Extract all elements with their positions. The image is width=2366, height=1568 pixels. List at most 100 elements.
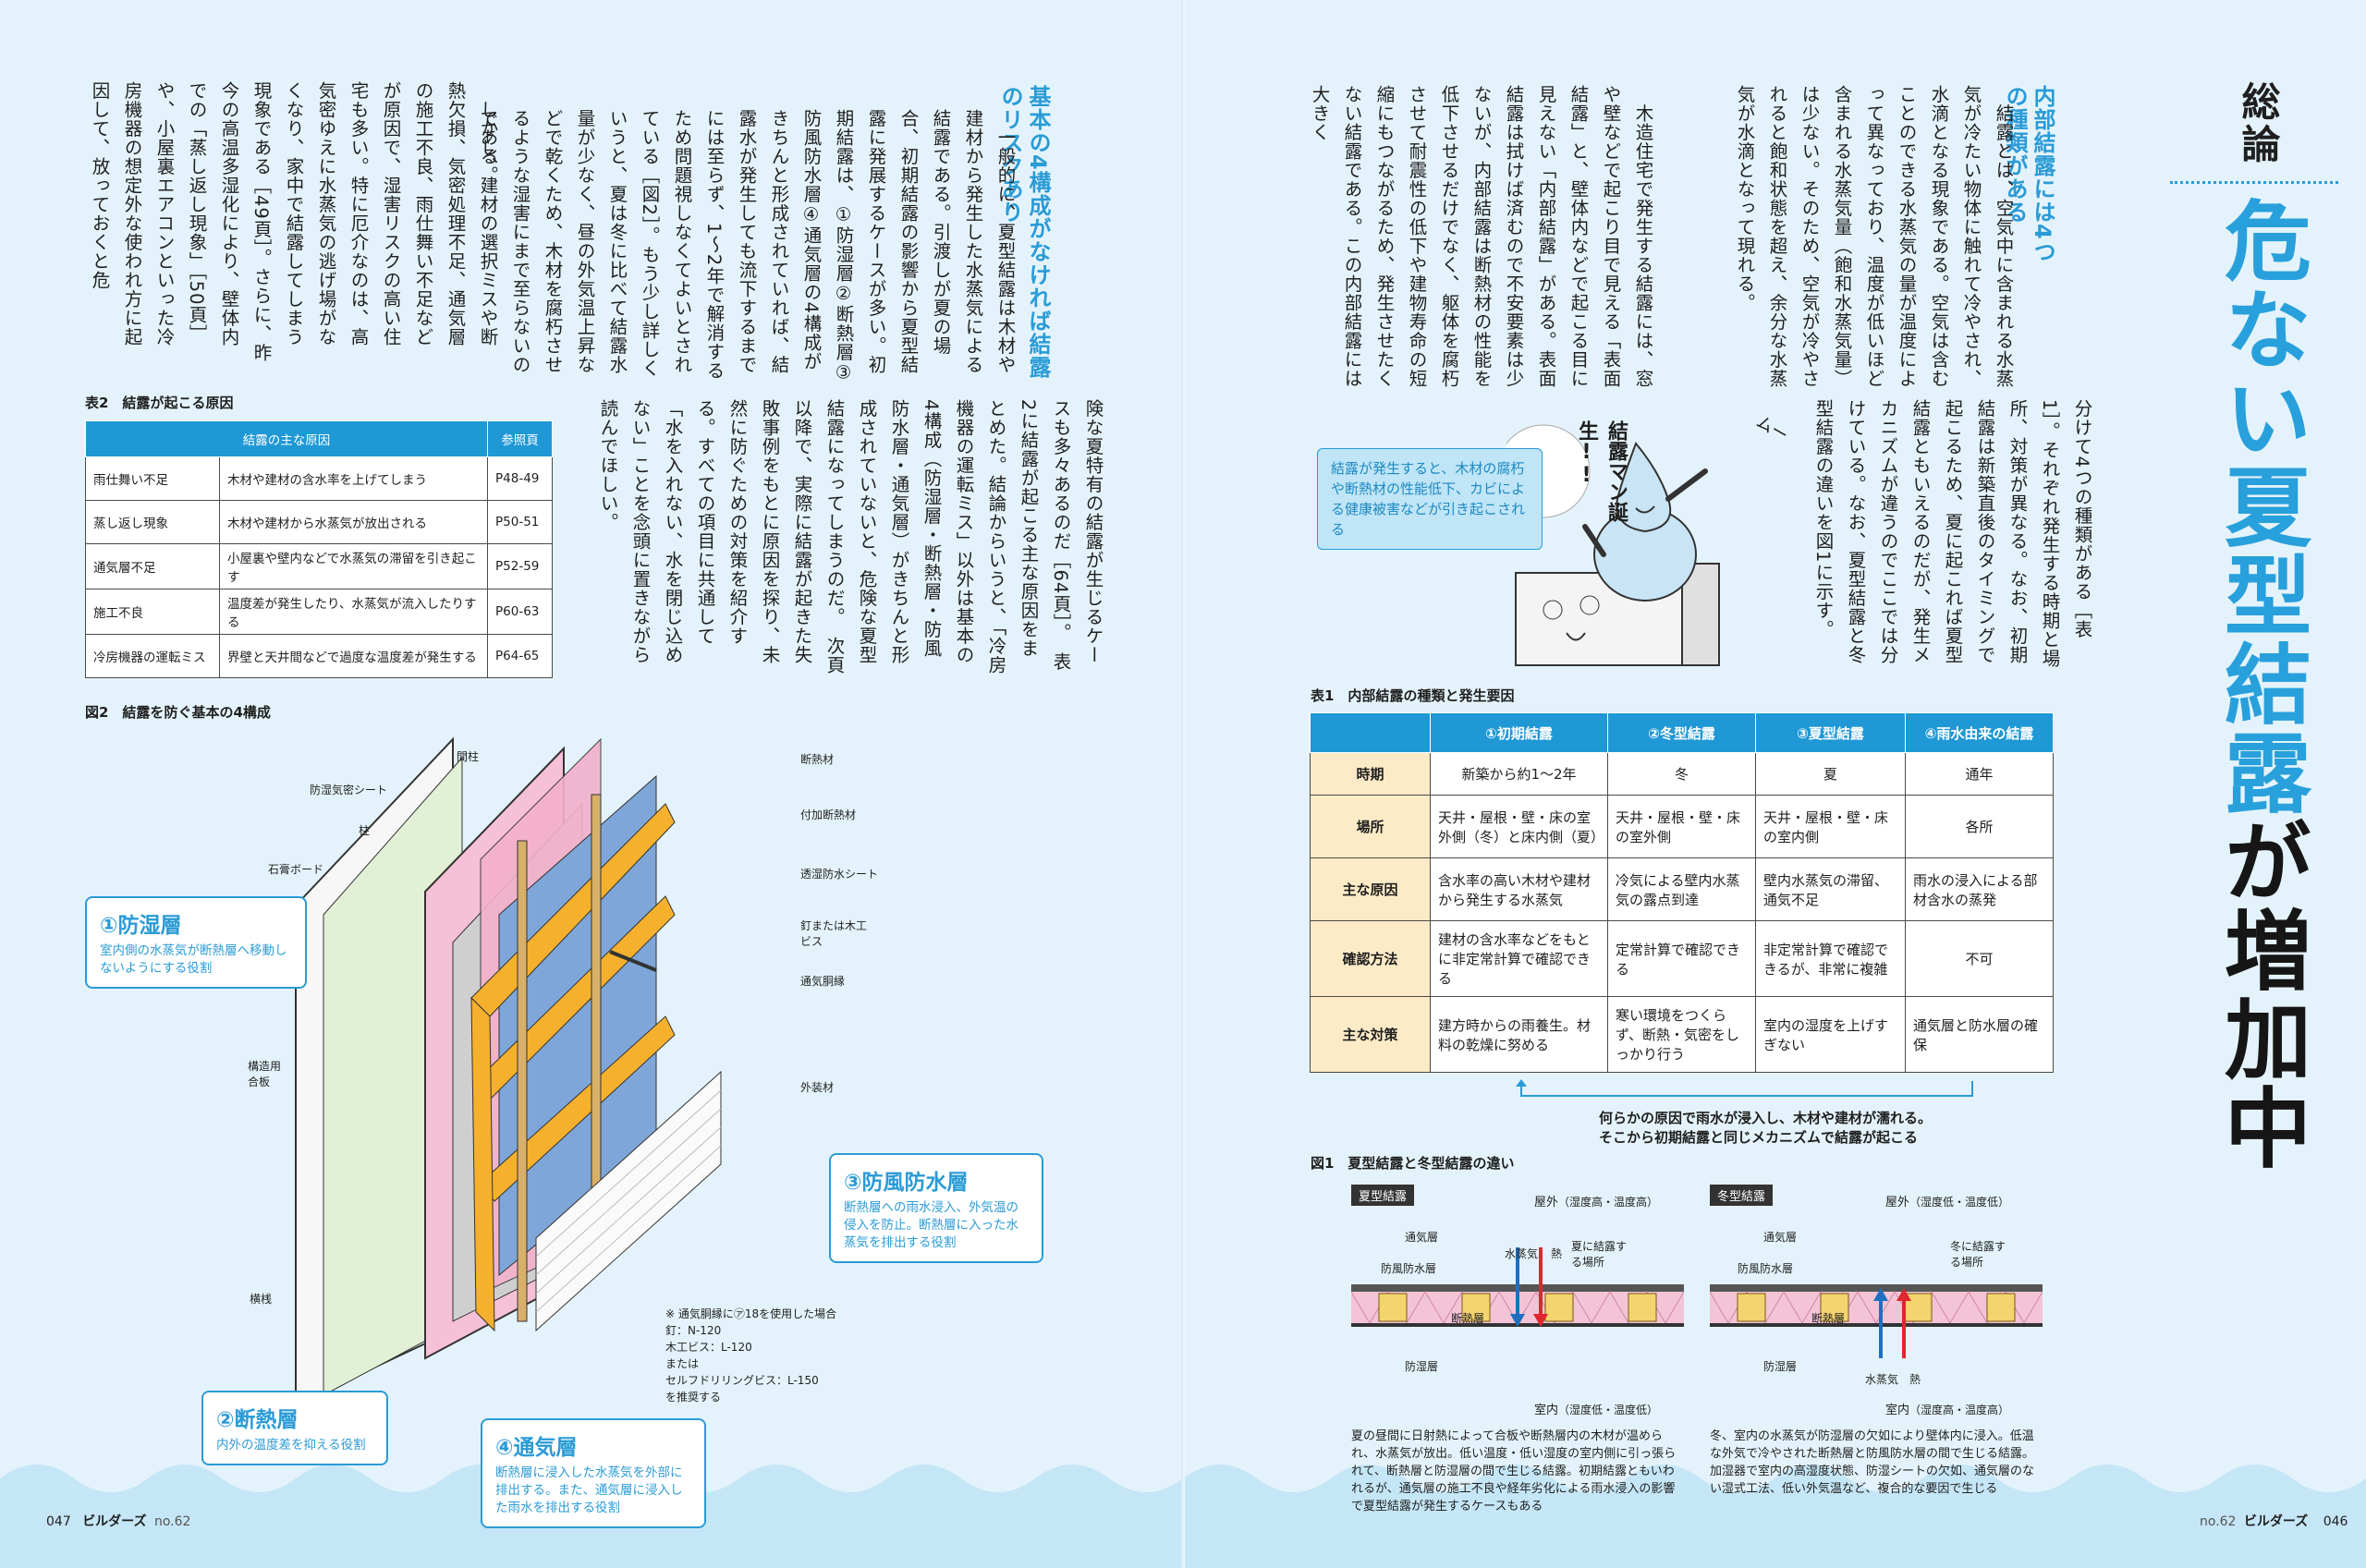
left-col-1: 一般的に、夏型結露は木材や建材から発生した水蒸気による結露である。引渡しが夏の場… xyxy=(477,109,1016,384)
label-sekko: 石膏ボード xyxy=(268,863,324,876)
callout-body: 断熱層に浸入した水蒸気を外部に排出する。また、通気層に浸入した雨水を排出する役割 xyxy=(495,1465,683,1515)
title-rule xyxy=(2170,181,2338,184)
table-row: 場所 天井・屋根・壁・床の室外側（冬）と床内側（夏） 天井・屋根・壁・床の室外側… xyxy=(1310,795,2054,858)
callout-dannetsu: ②断熱層 内外の温度差を抑える役割 xyxy=(201,1391,388,1465)
table2-page: P60-63 xyxy=(487,589,553,635)
gutter xyxy=(1181,0,1185,1568)
table1-cell: 冬 xyxy=(1607,752,1756,796)
table1-row-header: 確認方法 xyxy=(1310,920,1431,997)
table1-caption: 表1 内部結露の種類と発生要因 xyxy=(1311,687,1515,704)
table2-effect: 木材や建材から水蒸気が放出される xyxy=(219,500,488,544)
table1-row-header: 場所 xyxy=(1310,795,1431,858)
callout-title: ④通気層 xyxy=(495,1436,578,1460)
summer-inside-cond: （湿度低・温度低） xyxy=(1558,1404,1659,1416)
table2-effect: 界壁と天井間などで過度な温度差が発生する xyxy=(219,634,488,678)
table1-cell: 天井・屋根・壁・床の室内側 xyxy=(1755,795,1906,858)
winter-inside-label: 室内（湿度高・温度高） xyxy=(1885,1400,2009,1417)
table-row: 雨仕舞い不足 木材や建材の含水率を上げてしまう P48-49 xyxy=(85,456,553,501)
summer-label-dannetsu: 断熱層 xyxy=(1451,1312,1485,1325)
table-row: 蒸し返し現象 木材や建材から水蒸気が放出される P50-51 xyxy=(85,500,553,544)
table-row: 時期 新築から約1〜2年 冬 夏 通年 xyxy=(1310,752,2054,796)
table-row: 主な原因 含水率の高い木材や建材から発生する水蒸気 冷気による壁内水蒸気の露点到… xyxy=(1310,857,2054,921)
label-fuka: 付加断熱材 xyxy=(800,808,857,821)
summer-wall-diagram xyxy=(1351,1247,1684,1327)
table1-footnote-1: 何らかの原因で雨水が浸入し、木材や建材が濡れる。 xyxy=(1599,1110,1933,1126)
table2-cause: 施工不良 xyxy=(85,589,220,635)
table2-cause: 通気層不足 xyxy=(85,543,220,590)
table1-row-header: 時期 xyxy=(1310,752,1431,796)
winter-outside-cond: （湿度低・温度低） xyxy=(1909,1196,2010,1209)
table2-page: P52-59 xyxy=(487,543,553,590)
table2-page: P48-49 xyxy=(487,456,553,501)
page-title-black: が増加中 xyxy=(2210,817,2311,1172)
table2-page: P50-51 xyxy=(487,500,553,544)
table1-cell: 通年 xyxy=(1905,752,2054,796)
label-gaisou: 外装材 xyxy=(800,1081,835,1094)
table1-cell: 通気層と防水層の確保 xyxy=(1905,996,2054,1073)
table2-cause: 冷房機器の運転ミス xyxy=(85,634,220,678)
left-col-2: しかし、建材の選択ミスや断熱欠損、気密処理不足、通気層の施工不良、雨仕舞い不足な… xyxy=(89,81,498,363)
table1-header-corner xyxy=(1310,712,1431,753)
winter-inside: 室内 xyxy=(1885,1404,1910,1417)
left-col-3: 険な夏特有の結露が生じるケースも多々あるのだ［64頁］。 表2に結露が起こる主な… xyxy=(597,399,1104,675)
winter-label-vapor: 水蒸気 xyxy=(1865,1373,1899,1386)
table1-cell: 寒い環境をつくらず、断熱・気密をしっかり行う xyxy=(1607,996,1756,1073)
callout-title: ②断熱層 xyxy=(216,1408,299,1432)
summer-text: 夏の昼間に日射熱によって合板や断熱層内の木材が温められ、水蒸気が放出。低い温度・… xyxy=(1351,1429,1677,1513)
table1-cell: 天井・屋根・壁・床の室外側 xyxy=(1607,795,1756,858)
right-magazine: ビルダーズ xyxy=(2243,1514,2309,1529)
right-folio: no.62 ビルダーズ 046 xyxy=(2200,1512,2348,1530)
table2-effect: 木材や建材の含水率を上げてしまう xyxy=(219,456,488,501)
label-tsuuki-douen: 通気胴縁 xyxy=(800,975,846,988)
callout-body: 断熱層への雨水浸入、外気温の侵入を防止。断熱層に入った水蒸気を排出する役割 xyxy=(844,1200,1018,1250)
table1-cell: 各所 xyxy=(1905,795,2054,858)
table-row: 通気層不足 小屋裏や壁内などで水蒸気の滞留を引き起こす P52-59 xyxy=(85,543,553,590)
summer-outside-cond: （湿度高・温度高） xyxy=(1558,1196,1659,1209)
label-hashira: 柱 xyxy=(359,824,371,837)
figure2-note: ※ 通気胴縁に㋐18を使用した場合 釘：N-120 木工ビス：L-120 または… xyxy=(665,1307,837,1404)
table-row: 確認方法 建材の含水率などをもとに非定常計算で確認できる 定常計算で確認できる … xyxy=(1310,920,2054,997)
table-row: 主な対策 建方時からの雨養生。材料の乾燥に努める 寒い環境をつくらず、断熱・気密… xyxy=(1310,996,2054,1073)
label-dannetsuzai: 断熱材 xyxy=(800,753,835,766)
table1-bracket xyxy=(1516,1079,1973,1097)
winter-tag: 冬型結露 xyxy=(1710,1185,1774,1206)
winter-text: 冬、室内の水蒸気が防湿層の欠如により壁体内に浸入。低温な外気で冷やされた断熱層と… xyxy=(1710,1429,2035,1496)
winter-inside-cond: （湿度高・温度高） xyxy=(1909,1404,2010,1416)
condensation-note: 結露が発生すると、木材の腐朽や断熱材の性能低下、カビによる健康被害などが引き起こ… xyxy=(1317,448,1543,550)
left-issue: no.62 xyxy=(153,1514,191,1529)
winter-outside-label: 屋外（湿度低・温度低） xyxy=(1885,1192,2009,1209)
table-row: 冷房機器の運転ミス 界壁と天井間などで過度な温度差が発生する P64-65 xyxy=(85,634,553,678)
summer-label-boufuu: 防風防水層 xyxy=(1381,1262,1437,1275)
table2-header: 参照頁 xyxy=(487,420,553,457)
label-boushitsu-sheet: 防湿気密シート xyxy=(310,784,388,796)
callout-boushitsu: ①防湿層 室内側の水蒸気が断熱層へ移動しないようにする役割 xyxy=(85,896,307,989)
table1-cell: 定常計算で確認できる xyxy=(1607,920,1756,997)
table1-cell: 壁内水蒸気の滞留、通気不足 xyxy=(1755,857,1906,921)
right-col-3: 分けて4つの種類がある［表1］。それぞれ発生する時期と場所、対策が異なる。なお、… xyxy=(1812,399,2092,668)
right-heading: 内部結露には4つの種類がある xyxy=(2002,85,2055,263)
figure1-caption: 図1 夏型結露と冬型結露の違い xyxy=(1311,1155,1515,1172)
table1-cell: 不可 xyxy=(1905,920,2054,997)
summer-label-heat: 熱 xyxy=(1551,1247,1563,1260)
right-page-number: 046 xyxy=(2323,1514,2348,1529)
table2-header: 結露の主な原因 xyxy=(85,420,488,457)
left-heading: 基本の4構成がなければ結露のリスクあり xyxy=(997,85,1051,379)
table1: ①初期結露 ②冬型結露 ③夏型結露 ④雨水由来の結露 時期 新築から約1〜2年 … xyxy=(1310,712,2054,1073)
left-page-number: 047 xyxy=(46,1514,71,1529)
label-yokosan: 横桟 xyxy=(250,1293,273,1306)
table2-effect: 小屋裏や壁内などで水蒸気の滞留を引き起こす xyxy=(219,543,488,590)
right-issue: no.62 xyxy=(2200,1514,2237,1529)
table1-header: ③夏型結露 xyxy=(1755,712,1906,753)
winter-label-dannetsu: 断熱層 xyxy=(1811,1312,1846,1325)
table2-effect: 温度差が発生したり、水蒸気が流入したりする xyxy=(219,589,488,635)
table1-header: ②冬型結露 xyxy=(1607,712,1756,753)
table1-cell: 建材の含水率などをもとに非定常計算で確認できる xyxy=(1430,920,1608,997)
summer-label-vapor: 水蒸気 xyxy=(1505,1247,1539,1260)
left-folio: 047 ビルダーズ no.62 xyxy=(46,1512,190,1530)
table2-cause: 雨仕舞い不足 xyxy=(85,456,220,501)
table-row: 施工不良 温度差が発生したり、水蒸気が流入したりする P60-63 xyxy=(85,589,553,635)
summer-label-boushitsu: 防湿層 xyxy=(1405,1360,1439,1373)
table1-header: ④雨水由来の結露 xyxy=(1905,712,2054,753)
winter-label-boushitsu: 防湿層 xyxy=(1763,1360,1798,1373)
table1-cell: 建方時からの雨養生。材料の乾燥に努める xyxy=(1430,996,1608,1073)
